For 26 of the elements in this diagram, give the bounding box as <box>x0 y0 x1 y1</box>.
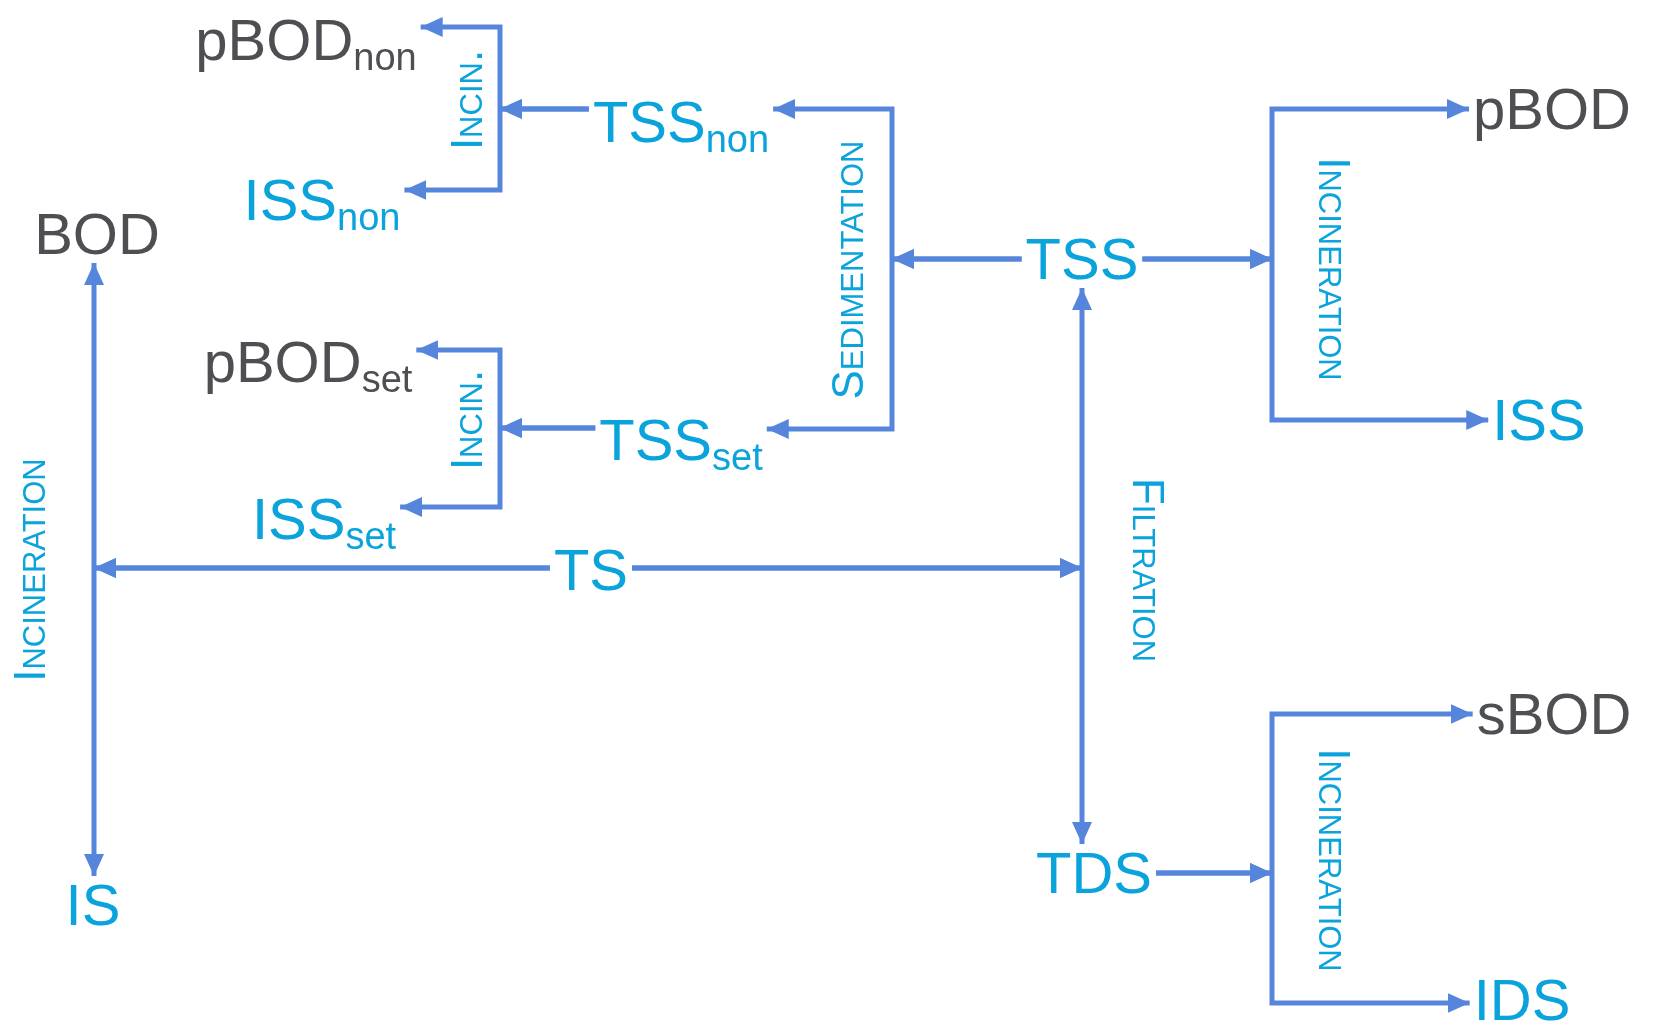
edge-label: Incineration <box>8 458 52 682</box>
edge-label: Incin. <box>445 49 489 151</box>
term-label: TSS$_{set}$ <box>595 411 767 469</box>
term-label: IDS <box>1469 971 1575 1029</box>
term-label: TDS <box>1032 844 1156 902</box>
arrow <box>400 418 596 517</box>
arrow <box>1142 249 1489 430</box>
term-label: TS <box>549 541 633 599</box>
term-label: TSS$_{non}$ <box>588 93 774 151</box>
arrow <box>632 558 1092 844</box>
term-label: BOD <box>30 205 164 263</box>
term-label: TSS <box>1021 230 1143 288</box>
edge-label: Incineration <box>1312 748 1356 972</box>
edge-label: Incin. <box>445 369 489 471</box>
arrow <box>1156 863 1470 1013</box>
term-label: IS <box>61 876 125 934</box>
term-label: ISS$_{set}$ <box>247 490 401 548</box>
arrow <box>766 249 1022 439</box>
arrow <box>404 99 589 200</box>
edge-label: Filtration <box>1126 477 1170 663</box>
arrow <box>84 558 550 876</box>
term-label: sBOD <box>1472 685 1636 743</box>
edge-label: Incineration <box>1312 157 1356 381</box>
edge-label: Sedimentation <box>826 140 870 400</box>
term-label: ISS$_{non}$ <box>239 171 405 229</box>
term-label: ISS <box>1488 391 1590 449</box>
